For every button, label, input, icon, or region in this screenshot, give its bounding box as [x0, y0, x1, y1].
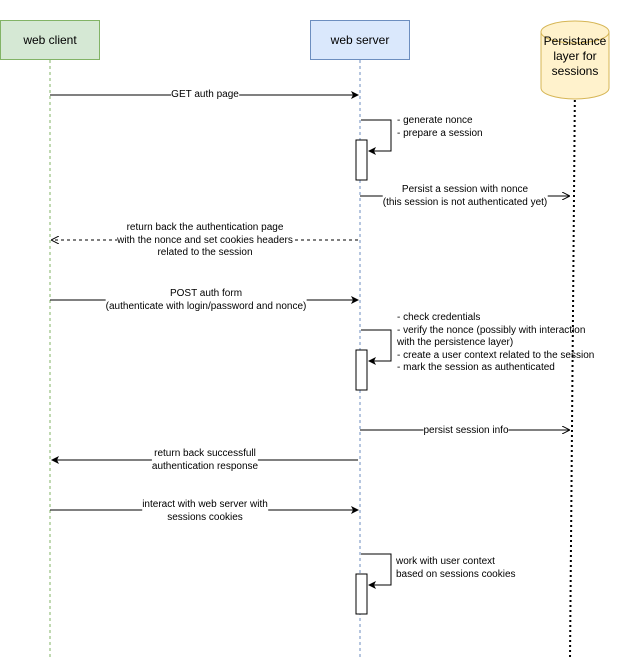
label-work-with-context: work with user context based on sessions… — [396, 556, 516, 580]
label-generate-nonce: - generate nonce - prepare a session — [397, 115, 483, 139]
label-interact: interact with web server with sessions c… — [142, 499, 268, 524]
label-get-auth-page: GET auth page — [171, 89, 239, 102]
arrow-self-work-with-context — [361, 553, 392, 589]
participant-persistence-label: Persistance layer for sessions — [543, 34, 607, 78]
label-return-success: return back successfull authentication r… — [151, 448, 259, 473]
label-return-auth-page: return back the authentication page with… — [117, 222, 293, 260]
participant-persistence-layer: Persistance layer for sessions — [540, 20, 610, 100]
arrow-self-check-credentials — [361, 329, 392, 365]
participant-web-server: web server — [310, 20, 410, 60]
persistence-lifeline — [569, 79, 576, 661]
participant-web-server-label: web server — [330, 33, 390, 47]
participant-web-client: web client — [0, 20, 100, 60]
participant-web-client-label: web client — [23, 33, 77, 47]
activation-box-1 — [355, 139, 368, 181]
database-cylinder-icon — [540, 20, 610, 100]
label-post-auth-form: POST auth form (authenticate with login/… — [105, 288, 307, 313]
label-persist-session-nonce: Persist a session with nonce (this sessi… — [382, 184, 548, 209]
arrow-self-generate-nonce — [361, 119, 392, 155]
label-persist-session-info: persist session info — [423, 425, 509, 438]
activation-box-3 — [355, 573, 368, 615]
activation-box-2 — [355, 349, 368, 391]
label-check-credentials: - check credentials - verify the nonce (… — [397, 312, 595, 373]
